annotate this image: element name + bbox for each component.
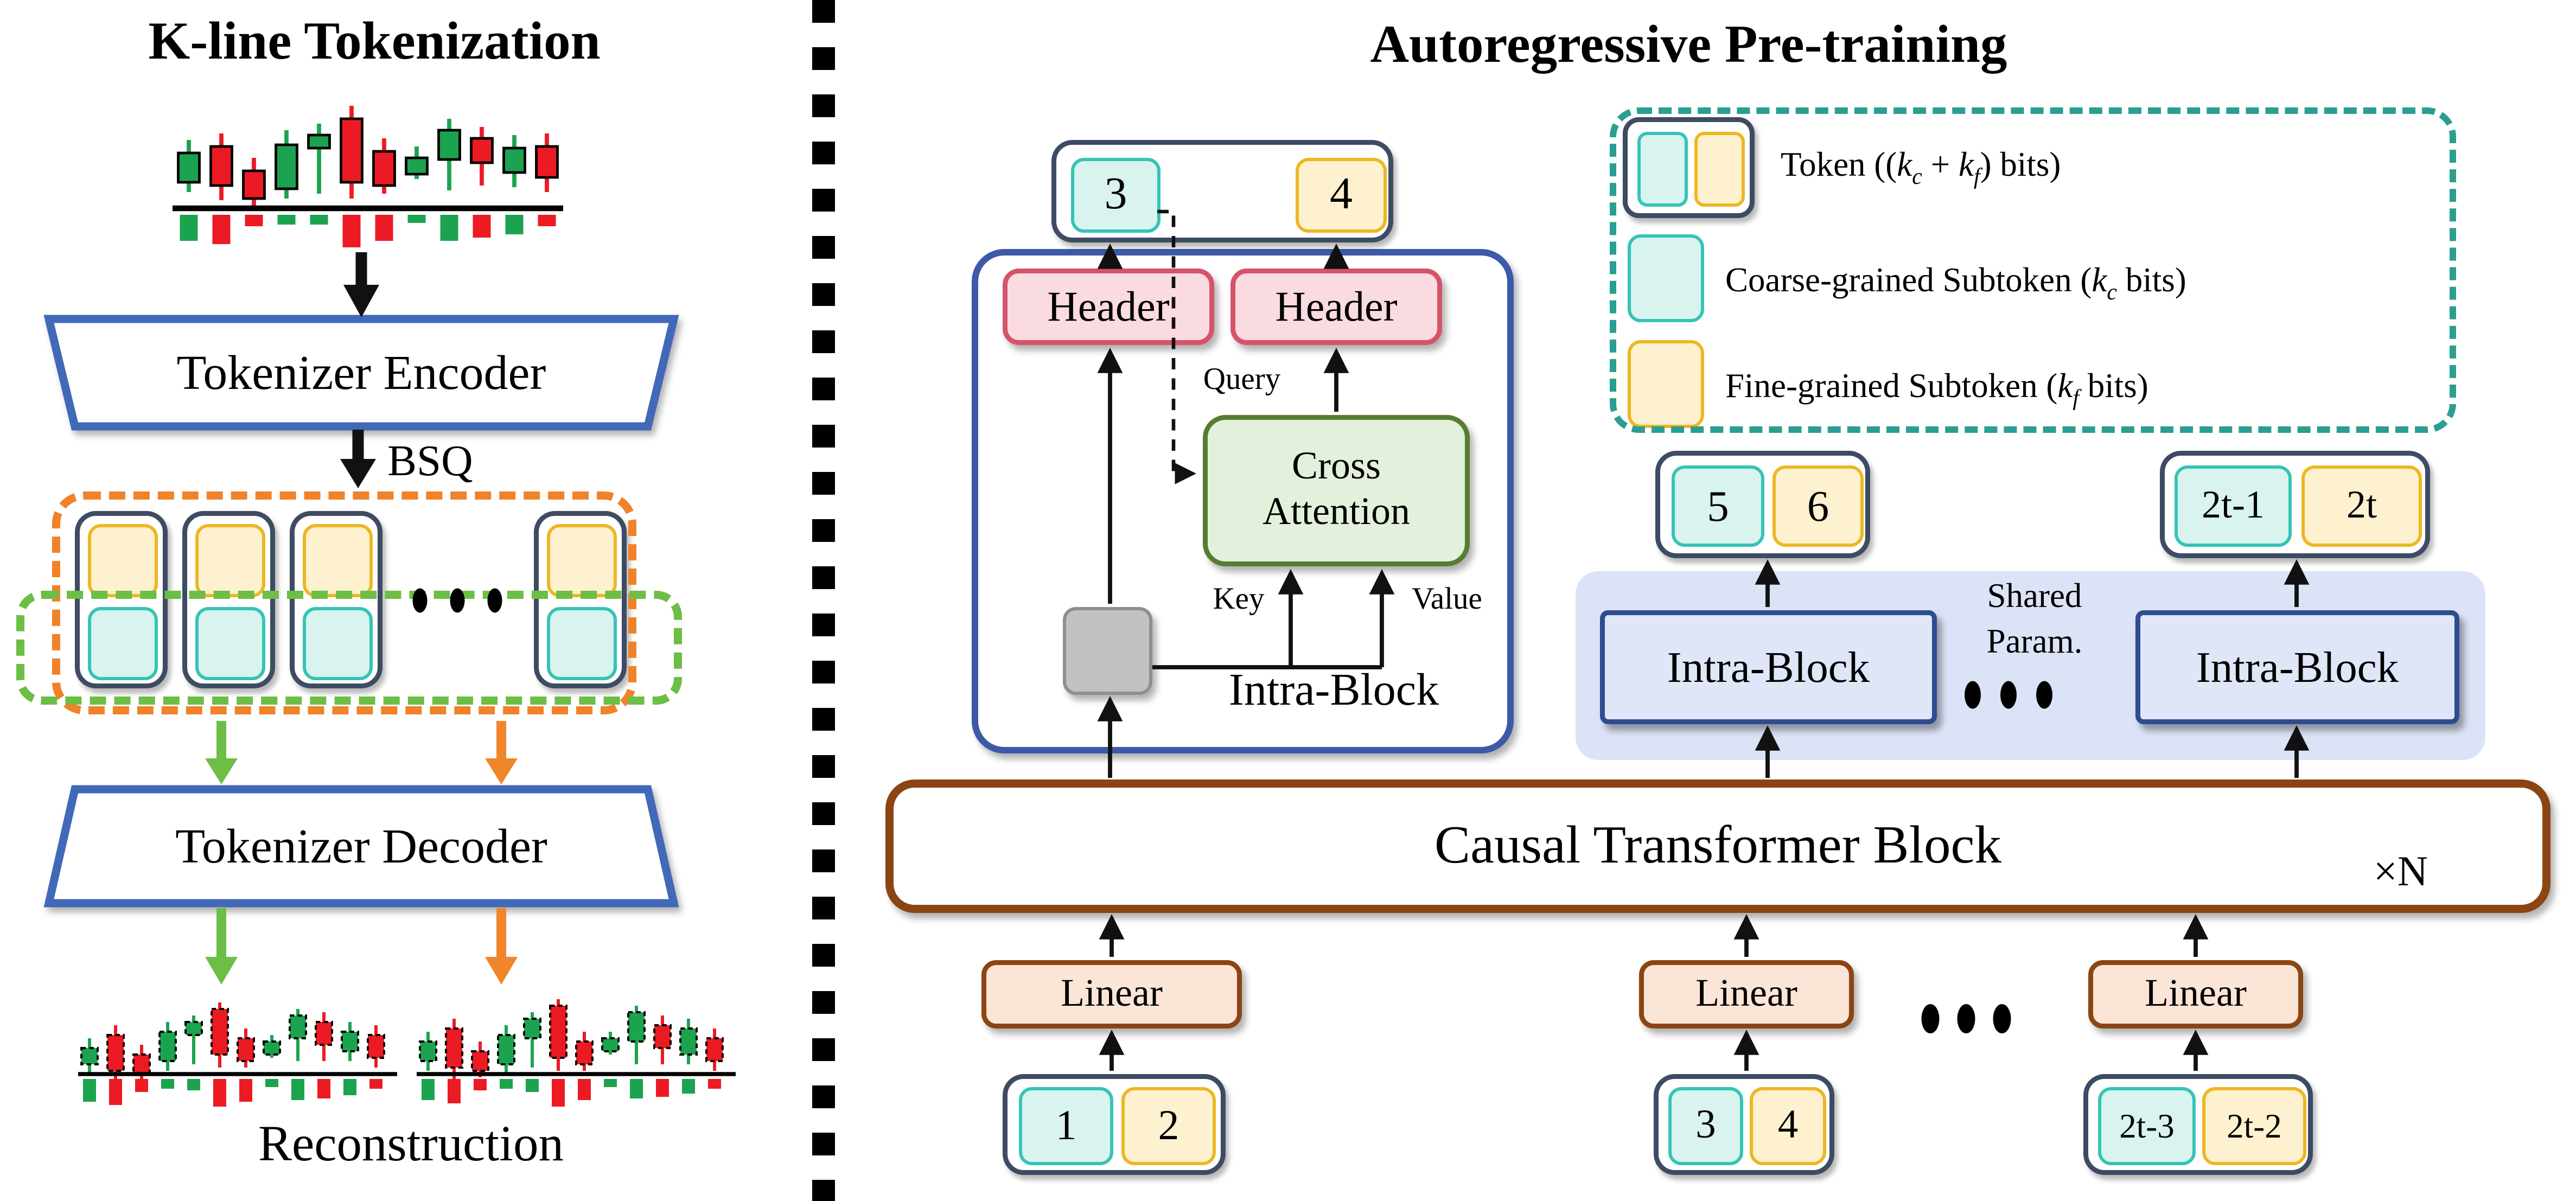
math-sub: c: [1912, 166, 1922, 190]
token-pair: [534, 511, 627, 688]
fine-subtoken: [1694, 132, 1745, 207]
legend-coarse-text: Coarse-grained Subtoken (kc bits): [1725, 260, 2186, 308]
fine-subtoken: [195, 524, 265, 597]
legend-coarse-icon: [1628, 234, 1704, 322]
output-token-pair: 3 4: [1051, 140, 1393, 242]
math-sub: f: [1973, 166, 1980, 190]
cross-attention-box: Cross Attention: [1203, 415, 1470, 566]
coarse-subtoken: 2t-3: [2098, 1087, 2196, 1165]
legend-box: [1610, 107, 2456, 433]
fine-subtoken: 2t-2: [2202, 1087, 2306, 1165]
intra-block-box-2: Intra-Block: [2135, 610, 2459, 724]
linear-box-3: Linear: [2088, 960, 2303, 1028]
coarse-subtoken: 5: [1672, 465, 1764, 547]
coarse-subtoken: 2t-1: [2175, 465, 2292, 547]
query-label: Query: [1203, 363, 1281, 397]
intra-block-caption: Intra-Block: [1228, 666, 1439, 716]
tokenizer-encoder-label: Tokenizer Encoder: [176, 347, 546, 400]
green-arrow-coarse-to-decoder: [205, 721, 238, 784]
coarse-subtoken: [1637, 132, 1688, 207]
down-arrow-to-encoder: [343, 252, 379, 317]
input-pair-1-2: 1 2: [1003, 1074, 1226, 1175]
legend-text-part: Coarse-grained Subtoken (: [1725, 260, 2092, 299]
legend-text-part: Token ((: [1781, 145, 1897, 184]
bsq-down-arrow: [340, 430, 376, 488]
header-box-coarse: Header: [1003, 269, 1214, 345]
coarse-subtoken: [547, 607, 617, 680]
orange-arrow-token-to-decoder: [485, 721, 518, 784]
fine-subtoken: [547, 524, 617, 597]
legend-token-text: Token ((kc + kf) bits): [1781, 145, 2061, 192]
decoder-trapezoid: [43, 785, 679, 908]
legend-text-part: ) bits): [1980, 145, 2061, 184]
math-sub: c: [2107, 282, 2117, 306]
fine-subtoken: 2: [1121, 1087, 1216, 1165]
token-pair-5-6: 5 6: [1655, 451, 1870, 558]
coarse-subtoken: 3: [1668, 1087, 1743, 1165]
right-panel-title: Autoregressive Pre-training: [1370, 15, 2007, 74]
math-var: k: [1897, 145, 1912, 184]
tokenizer-encoder-shape: [43, 315, 679, 431]
token-pair: [182, 511, 275, 688]
coarse-subtoken: [195, 607, 265, 680]
token-pair-2t: 2t-1 2t: [2160, 451, 2430, 558]
left-panel-title: K-line Tokenization: [148, 12, 601, 71]
math-var: k: [2057, 366, 2073, 405]
coarse-hidden-state-box: [1063, 607, 1152, 695]
causal-transformer-label: Causal Transformer Block: [1434, 816, 2001, 875]
math-sub: f: [2073, 387, 2080, 412]
reconstruction-chart-2: [417, 999, 736, 1107]
input-pair-2t: 2t-3 2t-2: [2083, 1074, 2313, 1175]
legend-fine-text: Fine-grained Subtoken (kf bits): [1725, 366, 2148, 413]
fine-subtoken: 6: [1772, 465, 1864, 547]
green-arrow-decoder-to-recon: [205, 908, 238, 985]
math-var: k: [2092, 260, 2107, 299]
key-label: Key: [1213, 583, 1265, 617]
legend-text-part: Fine-grained Subtoken (: [1725, 366, 2058, 405]
legend-fine-icon: [1628, 340, 1704, 428]
legend-text-part: bits): [2116, 260, 2186, 299]
bsq-label: BSQ: [387, 436, 473, 485]
reconstruction-chart-1: [78, 1002, 397, 1107]
fine-subtoken: 4: [1296, 158, 1387, 233]
value-label: Value: [1412, 583, 1482, 617]
legend-text-part: bits): [2079, 366, 2148, 405]
coarse-subtoken: 1: [1019, 1087, 1113, 1165]
causal-transformer-block: [885, 780, 2551, 913]
repeat-count-label: ×N: [2373, 848, 2428, 895]
legend-text-part: +: [1922, 145, 1959, 184]
input-ellipsis-dots: [1921, 1004, 2011, 1033]
tokenizer-decoder-label: Tokenizer Decoder: [175, 820, 547, 874]
shared-param-line1: Shared: [1987, 575, 2082, 615]
token-pair: [290, 511, 382, 688]
fine-subtoken: 2t: [2301, 465, 2422, 547]
header-box-fine: Header: [1230, 269, 1442, 345]
input-pair-3-4: 3 4: [1654, 1074, 1834, 1175]
panel-divider-dashed-line: [812, 0, 835, 1201]
encoder-trapezoid: [43, 315, 679, 431]
linear-box-2: Linear: [1639, 960, 1854, 1028]
fine-subtoken: 4: [1750, 1087, 1826, 1165]
orange-arrow-decoder-to-recon: [485, 908, 518, 985]
legend-token-icon: [1623, 117, 1755, 218]
token-sequence-orange-dashed-box: [52, 491, 636, 714]
tokenizer-decoder-shape: [43, 785, 679, 908]
math-var: k: [1958, 145, 1974, 184]
intra-block-box-1: Intra-Block: [1600, 610, 1937, 724]
coarse-subtoken: 3: [1071, 158, 1161, 233]
coarse-row-green-dashed-box: [16, 591, 682, 705]
coarse-subtoken: [303, 607, 373, 680]
shared-param-line2: Param.: [1986, 621, 2083, 660]
kline-chart-illustration: [173, 106, 563, 247]
linear-box-1: Linear: [981, 960, 1242, 1028]
reconstruction-label: Reconstruction: [258, 1115, 564, 1172]
coarse-subtoken: [88, 607, 158, 680]
